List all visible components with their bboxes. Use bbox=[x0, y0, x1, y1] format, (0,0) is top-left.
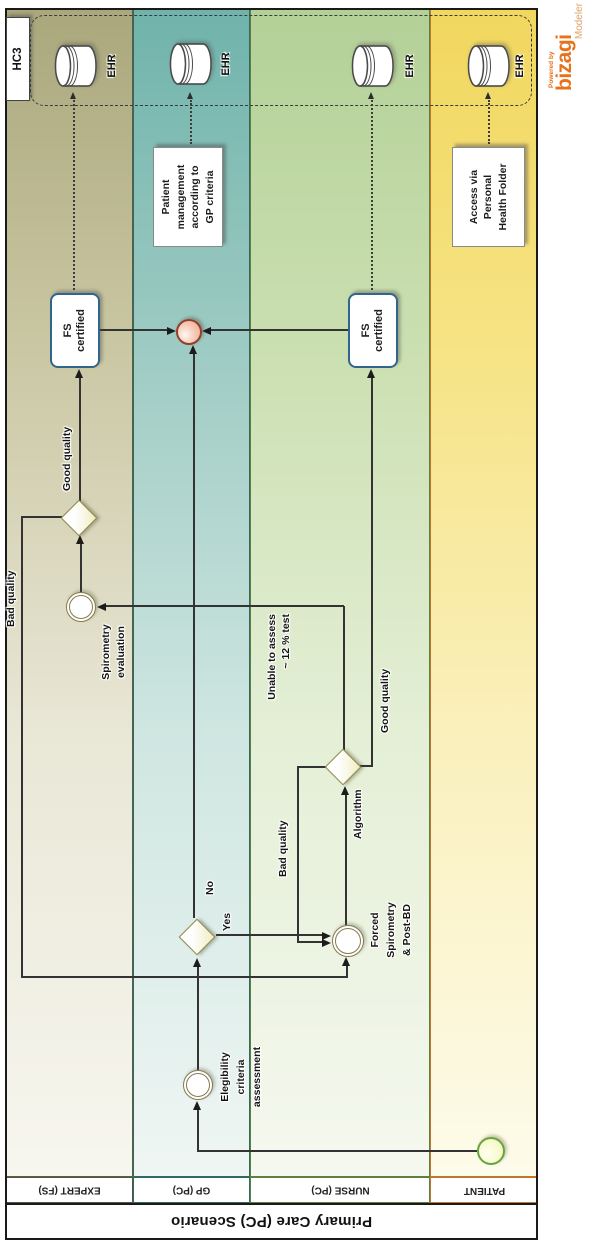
logo-brand: bizagi bbox=[553, 34, 576, 91]
flow-label-yes: Yes bbox=[221, 912, 233, 931]
ehr-label-expert: EHR bbox=[106, 54, 118, 78]
annotation-patient-management[interactable]: Patient management according to GP crite… bbox=[153, 147, 223, 247]
ehr-datastore-icon-nurse[interactable] bbox=[351, 43, 400, 89]
flow-bad-nurse bbox=[297, 766, 327, 768]
bizagi-modeler-logo: Powered by bizagi Modeler bbox=[548, 3, 585, 91]
arrowhead bbox=[368, 92, 374, 99]
ehr-datastore-icon-patient[interactable] bbox=[467, 43, 516, 89]
flow-spiro-gateway bbox=[80, 544, 82, 592]
flow-fsexpert-end bbox=[100, 329, 167, 331]
elegibility-event[interactable] bbox=[183, 1070, 213, 1100]
ehr-label-gp: EHR bbox=[220, 52, 232, 76]
arrowhead bbox=[70, 92, 76, 99]
forced-spirometry-label: Forced Spirometry & Post-BD bbox=[369, 902, 413, 958]
flow-label-no: No bbox=[204, 881, 216, 895]
lane-label-gp: GP (PC) bbox=[172, 1184, 211, 1196]
flow-algorithm bbox=[345, 795, 347, 925]
lane-label-cell-gp: GP (PC) bbox=[133, 1177, 250, 1203]
lane-label-cell-patient: PATIENT bbox=[430, 1177, 538, 1203]
arrowhead bbox=[202, 327, 211, 335]
arrowhead bbox=[341, 786, 349, 795]
lane-nurse-body bbox=[250, 8, 430, 1177]
arrowhead bbox=[193, 958, 201, 967]
flow-bad-expert bbox=[21, 516, 62, 518]
flow-elegibility-gateway bbox=[197, 967, 199, 1070]
arrowhead bbox=[485, 92, 491, 99]
flow-no bbox=[193, 354, 195, 918]
flow-start-elegibility bbox=[198, 1150, 477, 1152]
lane-label-expert: EXPERT (FS) bbox=[37, 1184, 101, 1196]
flow-label-bad-quality-nurse: Bad quality bbox=[277, 820, 289, 877]
flow-label-good-quality-expert: Good quality bbox=[61, 426, 73, 491]
flow-good-expert bbox=[79, 378, 81, 501]
lane-expert-body bbox=[5, 8, 133, 1177]
arrowhead bbox=[193, 1101, 201, 1110]
arrowhead bbox=[342, 957, 350, 966]
ehr-label-patient: EHR bbox=[514, 54, 526, 78]
flow-bad-nurse bbox=[297, 767, 299, 943]
flow-unable bbox=[343, 606, 345, 750]
flow-fsnurse-end bbox=[211, 329, 348, 331]
ehr-datastore-icon-expert[interactable] bbox=[54, 43, 103, 89]
arrowhead bbox=[75, 369, 83, 378]
elegibility-event-label: Elegibility criteria assessment bbox=[219, 1046, 263, 1108]
lane-label-cell-expert: EXPERT (FS) bbox=[5, 1177, 133, 1203]
flow-unable bbox=[105, 605, 344, 607]
end-event[interactable] bbox=[176, 319, 202, 345]
forced-spirometry-event[interactable] bbox=[332, 925, 364, 957]
flow-bad-nurse bbox=[297, 941, 322, 943]
flow-start-elegibility bbox=[197, 1110, 199, 1152]
spirometry-evaluation-event[interactable] bbox=[66, 592, 96, 622]
ehr-datastore-icon-gp[interactable] bbox=[169, 41, 218, 87]
association-patientmgmt-ehr bbox=[190, 100, 192, 144]
arrowhead bbox=[76, 535, 84, 544]
flow-label-bad-quality-expert: Bad quality bbox=[5, 570, 17, 627]
arrowhead bbox=[167, 327, 176, 335]
flow-yes bbox=[216, 934, 322, 936]
flow-bad-expert bbox=[21, 976, 346, 978]
arrowhead bbox=[367, 369, 375, 378]
association-access-ehr bbox=[488, 100, 490, 144]
ehr-label-nurse: EHR bbox=[404, 54, 416, 78]
group-hc3-label: HC3 bbox=[12, 47, 24, 71]
flow-bad-expert bbox=[21, 518, 23, 978]
lane-label-nurse: NURSE (PC) bbox=[310, 1184, 370, 1196]
flow-label-unable-to-assess: Unable to assess ~ 12 % test bbox=[266, 614, 292, 700]
pool-label-cell: Primary Care (PC) Scenario bbox=[5, 1203, 538, 1240]
start-event[interactable] bbox=[477, 1137, 505, 1165]
arrowhead bbox=[187, 92, 193, 99]
group-hc3-label-box[interactable]: HC3 bbox=[6, 17, 30, 101]
pool-title: Primary Care (PC) Scenario bbox=[170, 1213, 373, 1230]
lane-label-cell-nurse: NURSE (PC) bbox=[250, 1177, 430, 1203]
flow-label-algorithm: Algorithm bbox=[352, 789, 364, 839]
flow-good-nurse bbox=[371, 378, 373, 767]
lane-label-patient: PATIENT bbox=[463, 1184, 505, 1196]
flow-bad-expert bbox=[346, 966, 348, 978]
association-fsexpert-ehr bbox=[73, 100, 75, 290]
logo-product: Modeler bbox=[574, 3, 585, 40]
association-fsnurse-ehr bbox=[371, 100, 373, 290]
spirometry-evaluation-label: Spirometry evaluation bbox=[100, 624, 127, 680]
flow-label-good-quality-nurse: Good quality bbox=[379, 668, 391, 733]
annotation-access-personal-health-folder[interactable]: Access via Personal Health Folder bbox=[452, 147, 525, 247]
arrowhead bbox=[189, 345, 197, 354]
arrowhead bbox=[322, 939, 331, 947]
